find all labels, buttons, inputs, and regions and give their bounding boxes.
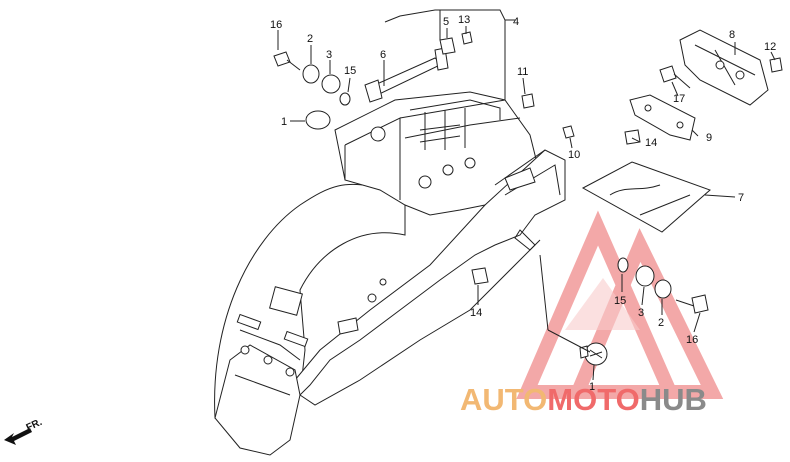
- cushion-part-lower: [635, 265, 655, 287]
- label-4: 4: [513, 16, 519, 28]
- nut-part-14-upper: [624, 129, 641, 145]
- label-11: 11: [517, 66, 528, 78]
- grommet-part: [305, 110, 331, 130]
- label-5: 5: [443, 16, 449, 28]
- watermark-part-3: HUB: [640, 382, 707, 417]
- callout-labels: 16 2 3 15 1 6 5 13 4 11 10 8 12 17 9 14 …: [270, 14, 776, 393]
- label-6: 6: [380, 49, 386, 61]
- bolt-part-17: [659, 65, 691, 89]
- label-16-lower: 16: [686, 334, 698, 346]
- label-3-lower: 3: [638, 307, 644, 319]
- label-8: 8: [729, 29, 735, 41]
- leader-lines: [277, 9, 776, 381]
- label-16-upper: 16: [270, 19, 282, 31]
- watermark-part-1: AUTO: [460, 382, 547, 417]
- rear-fender: [214, 91, 566, 456]
- label-1-lower: 1: [589, 381, 595, 393]
- label-2-upper: 2: [307, 33, 313, 45]
- bolt-part: [273, 51, 301, 71]
- nut-part: [521, 93, 535, 109]
- grab-handle: [364, 47, 449, 103]
- splash-guard: [581, 161, 711, 233]
- watermark-text: AUTOMOTOHUB: [460, 382, 707, 417]
- label-12: 12: [764, 41, 776, 53]
- direction-label: FR.: [25, 417, 44, 434]
- label-9: 9: [706, 132, 712, 144]
- front-direction-indicator: FR.: [4, 417, 44, 445]
- label-10: 10: [568, 149, 580, 161]
- label-7: 7: [738, 192, 744, 204]
- nut-part-2: [562, 125, 575, 139]
- watermark-part-2: MOTO: [547, 382, 639, 417]
- washer-part-lower: [617, 257, 629, 273]
- label-15-lower: 15: [614, 295, 626, 307]
- label-14-upper: 14: [645, 137, 657, 149]
- label-1-upper: 1: [281, 116, 287, 128]
- nut-part-14-lower: [471, 267, 489, 285]
- bolt-part-12: [769, 57, 783, 73]
- label-13: 13: [458, 14, 470, 26]
- label-3-upper: 3: [326, 49, 332, 61]
- arrow-left-icon: [4, 428, 32, 445]
- watermark-logo: [516, 210, 724, 399]
- grommet-part-lower: [579, 342, 608, 366]
- label-14-lower: 14: [470, 307, 482, 319]
- label-2-lower: 2: [658, 317, 664, 329]
- license-bracket: [679, 29, 769, 106]
- collar-part-lower: [654, 279, 672, 299]
- cushion-part: [321, 74, 341, 94]
- washer-part: [339, 92, 351, 106]
- label-15-upper: 15: [344, 65, 356, 77]
- clip-part: [439, 37, 456, 55]
- bolt-part-lower: [675, 294, 709, 314]
- collar-part: [302, 64, 320, 84]
- screw-part: [461, 31, 473, 45]
- label-17: 17: [673, 93, 685, 105]
- stay-bracket: [629, 94, 696, 141]
